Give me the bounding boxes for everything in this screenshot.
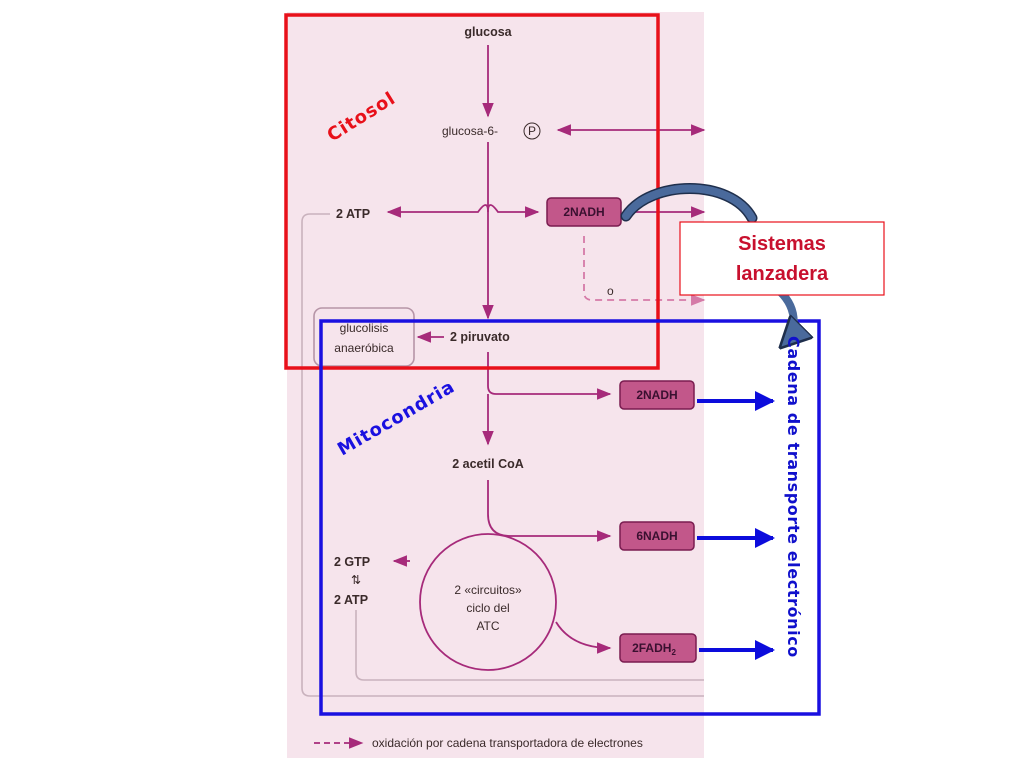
shuttle-label-2: lanzadera [736,263,829,285]
glucolisis-label-1: glucolisis [340,321,389,335]
mitocondria-region [319,319,821,716]
cycle-label-2: ciclo del [466,601,509,615]
gtp-label: 2 GTP [334,555,370,569]
atp-bottom-label: 2 ATP [334,593,368,607]
shuttle-label-1: Sistemas [738,233,826,255]
nadh-box-cytosol: 2NADH [546,197,622,227]
glucolisis-label-2: anaeróbica [334,341,394,355]
phosphate-circle [523,122,541,140]
nadh-cycle-label: 6NADH [636,529,677,543]
nadh-cytosol-label: 2NADH [563,205,604,219]
electron-chain-label: Cadena de transporte electrónico [784,336,803,658]
outer-loop-lines [301,213,704,697]
pathway-arrows [386,45,706,671]
nadh-box-pyruvate: 2NADH [619,380,695,410]
shuttle-arrow-top-fill [622,184,756,222]
fadh2-box: 2FADH2 [619,633,697,663]
glucosa-6-p-label: glucosa-6- [442,124,498,138]
acetil-coa-label: 2 acetil CoA [452,457,524,471]
glucosa-label: glucosa [464,25,512,39]
equilibrium-symbol: ⇅ [351,573,361,587]
legend-text: oxidación por cadena transportadora de e… [372,736,643,750]
nadh-pyruvate-label: 2NADH [636,388,677,402]
piruvato-label: 2 piruvato [450,330,510,344]
cycle-label-1: 2 «circuitos» [454,583,522,597]
fadh2-label: 2FADH [632,641,671,655]
or-label: o [607,284,614,298]
shuttle-callout-box [679,221,885,296]
dashed-electron-route [583,236,706,306]
cycle-label-3: ATC [476,619,499,633]
atp-top-label: 2 ATP [336,207,370,221]
glucolisis-box [313,307,415,367]
phosphate-label: P [528,124,536,138]
svg-text:2FADH2: 2FADH2 [632,641,676,657]
nadh-box-cycle: 6NADH [619,521,695,551]
chain-arrows [697,391,775,660]
fadh2-subscript: 2 [671,648,676,657]
